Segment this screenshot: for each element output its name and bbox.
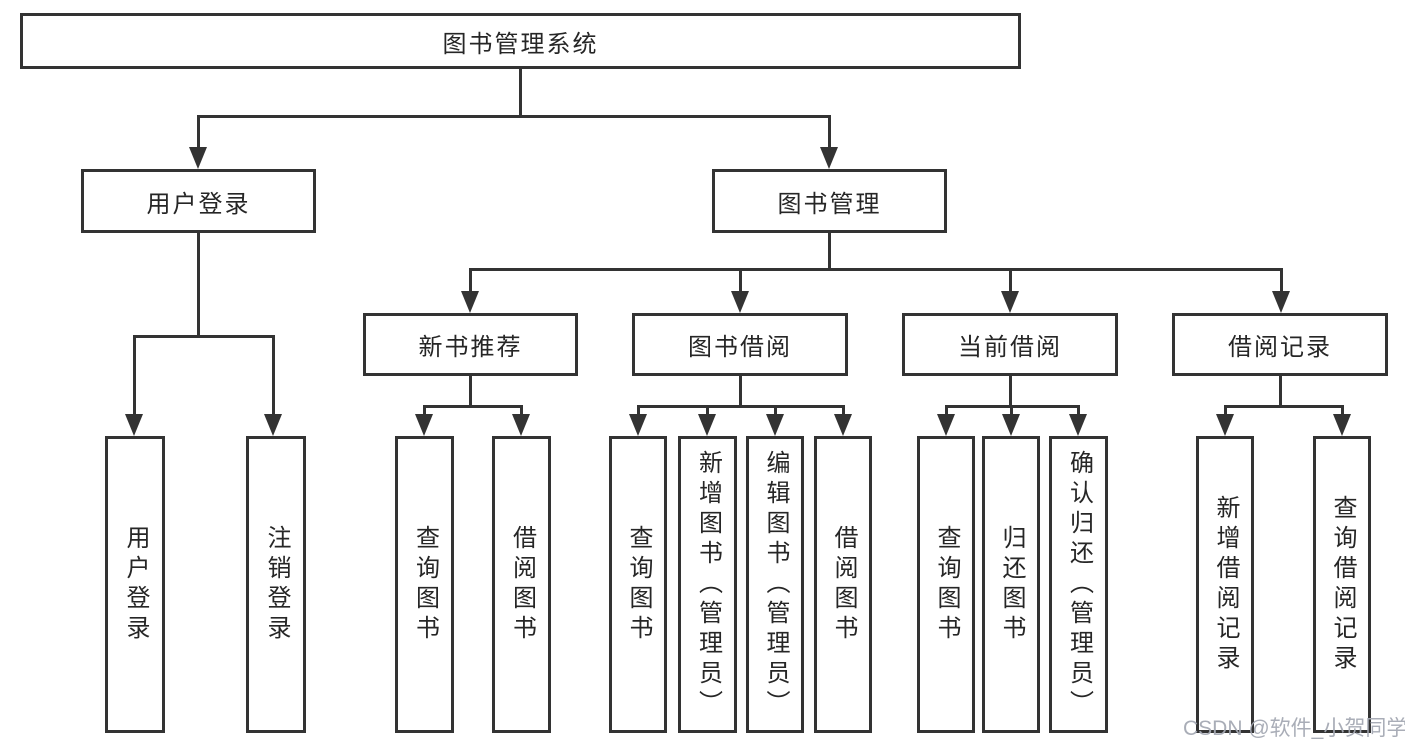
connector-line [1224, 407, 1227, 415]
node-label: 注销登录 [263, 524, 290, 645]
connector-line [739, 376, 742, 406]
node-book-management: 图书管理 [712, 169, 947, 233]
connector-arrowhead [698, 414, 716, 436]
connector-line [1009, 376, 1012, 406]
node-label: 图书借阅 [688, 334, 792, 361]
leaf-query-borrow-record: 查询借阅记录 [1313, 436, 1371, 733]
connector-line [945, 407, 948, 415]
connector-line [637, 407, 640, 415]
connector-arrowhead [125, 414, 143, 436]
connector-arrowhead [1272, 291, 1290, 313]
connector-line [1224, 405, 1344, 408]
connector-arrowhead [731, 291, 749, 313]
node-label: 借阅记录 [1228, 334, 1332, 361]
connector-line [423, 405, 523, 408]
connector-arrowhead [629, 414, 647, 436]
connector-line [520, 407, 523, 415]
connector-line [774, 407, 777, 415]
node-label: 当前借阅 [958, 334, 1062, 361]
connector-line [133, 335, 275, 338]
connector-arrowhead [1333, 414, 1351, 436]
connector-line [469, 270, 472, 291]
connector-line [1010, 407, 1013, 415]
connector-arrowhead [1001, 291, 1019, 313]
leaf-query-books-current: 查询图书 [917, 436, 975, 733]
node-label: 新增借阅记录 [1212, 494, 1239, 675]
connector-line [706, 407, 709, 415]
node-user-login: 用户登录 [81, 169, 316, 233]
connector-line [469, 268, 1283, 271]
connector-line [1279, 376, 1282, 406]
node-label: 查询借阅记录 [1329, 494, 1356, 675]
node-label: 图书管理系统 [442, 30, 599, 58]
node-new-book-recommendation: 新书推荐 [363, 313, 578, 376]
node-library-management-system: 图书管理系统 [20, 13, 1021, 69]
node-label: 确认归还（管理员） [1065, 449, 1093, 720]
csdn-watermark: CSDN @软件_小贺同学 [1183, 717, 1405, 740]
connector-line [197, 115, 831, 118]
connector-arrowhead [1002, 414, 1020, 436]
connector-arrowhead [189, 147, 207, 169]
connector-arrowhead [820, 147, 838, 169]
connector-line [197, 117, 200, 147]
node-label: 新书推荐 [418, 334, 523, 361]
leaf-confirm-return-admin: 确认归还（管理员） [1049, 436, 1108, 733]
connector-arrowhead [264, 414, 282, 436]
connector-line [519, 69, 522, 116]
leaf-add-book-admin: 新增图书（管理员） [678, 436, 737, 733]
connector-line [272, 337, 275, 414]
node-current-borrowing: 当前借阅 [902, 313, 1118, 376]
node-label: 图书管理 [777, 190, 882, 218]
node-borrowing-records: 借阅记录 [1172, 313, 1388, 376]
connector-arrowhead [512, 414, 530, 436]
connector-arrowhead [1216, 414, 1234, 436]
leaf-user-login: 用户登录 [105, 436, 165, 733]
node-label: 用户登录 [122, 524, 149, 645]
connector-line [197, 233, 200, 336]
node-label: 借阅图书 [508, 524, 536, 645]
leaf-borrow-books-recommend: 借阅图书 [492, 436, 551, 733]
connector-line [469, 376, 472, 406]
connector-line [1009, 270, 1012, 291]
connector-arrowhead [937, 414, 955, 436]
connector-arrowhead [415, 414, 433, 436]
connector-line [133, 337, 136, 414]
leaf-add-borrow-record: 新增借阅记录 [1196, 436, 1254, 733]
node-book-borrowing: 图书借阅 [632, 313, 848, 376]
connector-arrowhead [834, 414, 852, 436]
node-label: 用户登录 [146, 190, 251, 218]
node-label: 归还图书 [998, 524, 1025, 645]
connector-line [637, 405, 845, 408]
connector-line [842, 407, 845, 415]
node-label: 新增图书（管理员） [694, 449, 722, 720]
connector-line [1077, 407, 1080, 415]
leaf-return-book: 归还图书 [982, 436, 1040, 733]
leaf-query-books-borrow: 查询图书 [609, 436, 667, 733]
node-label: 查询图书 [933, 524, 960, 645]
connector-line [1280, 270, 1283, 291]
leaf-borrow-books: 借阅图书 [814, 436, 872, 733]
node-label: 查询图书 [625, 524, 652, 645]
connector-line [828, 117, 831, 147]
connector-line [1341, 407, 1344, 415]
connector-line [828, 233, 831, 269]
leaf-query-books-recommend: 查询图书 [395, 436, 454, 733]
connector-line [945, 405, 1080, 408]
leaf-logout: 注销登录 [246, 436, 306, 733]
connector-arrowhead [1069, 414, 1087, 436]
connector-arrowhead [461, 291, 479, 313]
connector-line [739, 270, 742, 291]
connector-line [423, 407, 426, 415]
node-label: 编辑图书（管理员） [762, 449, 789, 720]
node-label: 查询图书 [411, 524, 439, 645]
node-label: 借阅图书 [830, 524, 857, 645]
leaf-edit-book-admin: 编辑图书（管理员） [746, 436, 804, 733]
connector-arrowhead [766, 414, 784, 436]
